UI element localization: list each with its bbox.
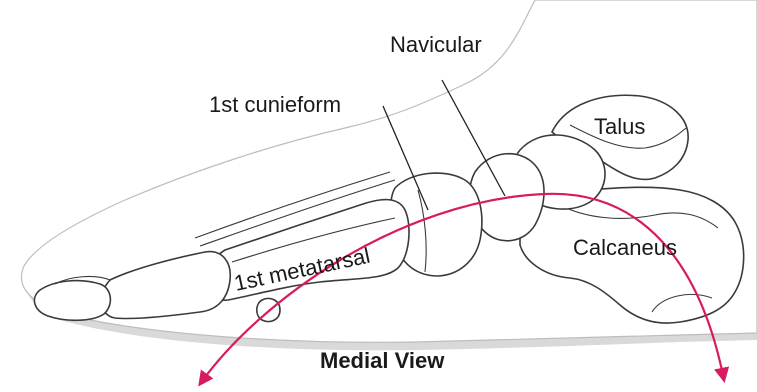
caption-medial-view: Medial View (320, 348, 445, 373)
distal-phalanx-bone (34, 281, 110, 321)
label-talus: Talus (594, 114, 645, 139)
label-calcaneus: Calcaneus (573, 235, 677, 260)
label-first-cuneiform: 1st cunieform (209, 92, 341, 117)
label-navicular: Navicular (390, 32, 482, 57)
